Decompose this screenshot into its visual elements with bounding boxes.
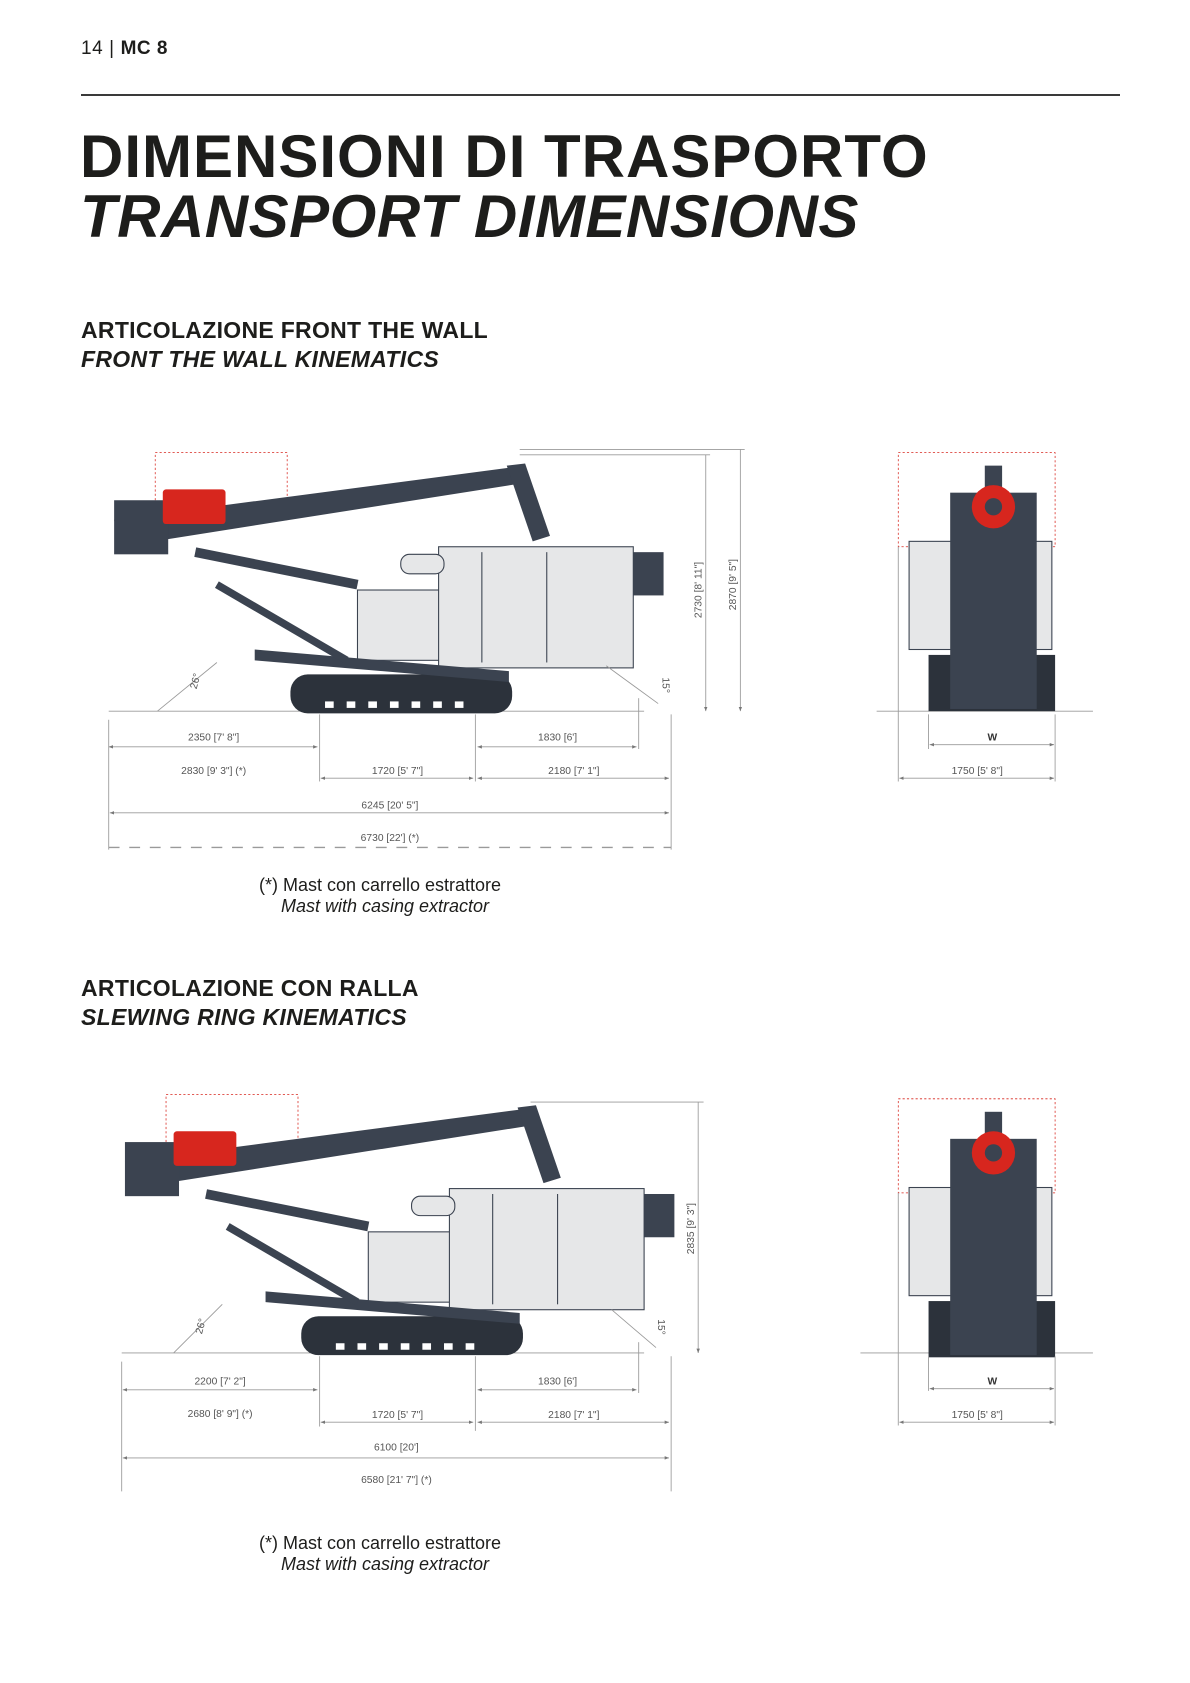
front-overhang-ext-dim: 2680 [8' 9"] (*): [188, 1409, 253, 1420]
machine-front-view: [897, 452, 1056, 712]
total-length-dim: 6245 [20' 5"]: [361, 800, 418, 811]
machine-side-view: [125, 1094, 674, 1355]
footnote-2: (*) Mast con carrello estrattore Mast wi…: [150, 1533, 610, 1575]
height-dim-1: 2835 [9' 3"]: [686, 1203, 697, 1254]
front-angle: 26°: [194, 1317, 209, 1335]
side-and-front-view-drawing-2: 2835 [9' 3"] 26° 15° 2200 [7' 2"] 2680 […: [103, 1088, 1093, 1492]
front-width-label: W: [988, 1376, 998, 1387]
front-overhang-ext-dim: 2830 [9' 3"] (*): [181, 766, 246, 777]
side-and-front-view-drawing-1: 2730 [8' 11"] 2870 [9' 5"] 26° 15° 2350 …: [108, 444, 1093, 850]
front-overhang-dim: 2200 [7' 2"]: [194, 1376, 245, 1387]
header-rule: [81, 94, 1120, 96]
rear-dim-2: 2180 [7' 1"]: [548, 1410, 599, 1421]
track-center-dim: 1720 [5' 7"]: [372, 766, 423, 777]
machine-front-view: [897, 1098, 1056, 1358]
footnote-it: (*) Mast con carrello estrattore: [258, 1533, 502, 1553]
page-header: 14|MC 8: [81, 38, 168, 60]
rear-angle: 15°: [659, 677, 670, 693]
total-length-ext-dim: 6730 [22'] (*): [361, 833, 419, 844]
front-width-dim: 1750 [5' 8"]: [952, 1410, 1003, 1421]
front-overhang-dim: 2350 [7' 8"]: [188, 732, 239, 743]
page-title-en: TRANSPORT DIMENSIONS: [80, 183, 859, 250]
front-width-label: W: [988, 732, 998, 743]
header-separator: |: [109, 38, 115, 59]
height-dim-2: 2870 [9' 5"]: [728, 559, 739, 610]
section-heading-it: ARTICOLAZIONE CON RALLA: [81, 975, 419, 1001]
footnote-1: (*) Mast con carrello estrattore Mast wi…: [150, 875, 610, 917]
model-name: MC 8: [120, 38, 168, 59]
total-length-ext-dim: 6580 [21' 7"] (*): [361, 1475, 432, 1486]
section-heading-en: FRONT THE WALL KINEMATICS: [81, 346, 440, 372]
page-title-it: DIMENSIONI DI TRASPORTO: [80, 123, 929, 190]
total-length-dim: 6100 [20']: [374, 1442, 419, 1453]
footnote-en: Mast with casing extractor: [280, 896, 490, 916]
rear-dim-1: 1830 [6']: [538, 732, 577, 743]
rear-dim-1: 1830 [6']: [538, 1376, 577, 1387]
section-heading-front-the-wall: ARTICOLAZIONE FRONT THE WALL FRONT THE W…: [81, 316, 488, 374]
height-dim-1: 2730 [8' 11"]: [693, 562, 704, 618]
footnote-it: (*) Mast con carrello estrattore: [258, 875, 502, 895]
rear-angle: 15°: [655, 1319, 666, 1335]
section-heading-en: SLEWING RING KINEMATICS: [81, 1004, 407, 1030]
section-heading-slewing-ring: ARTICOLAZIONE CON RALLA SLEWING RING KIN…: [81, 974, 419, 1032]
section-heading-it: ARTICOLAZIONE FRONT THE WALL: [81, 317, 489, 343]
front-angle: 26°: [189, 672, 204, 690]
front-width-dim: 1750 [5' 8"]: [952, 766, 1003, 777]
rear-dim-2: 2180 [7' 1"]: [548, 766, 599, 777]
track-center-dim: 1720 [5' 7"]: [372, 1410, 423, 1421]
footnote-en: Mast with casing extractor: [280, 1554, 490, 1574]
page-number: 14: [81, 38, 104, 59]
